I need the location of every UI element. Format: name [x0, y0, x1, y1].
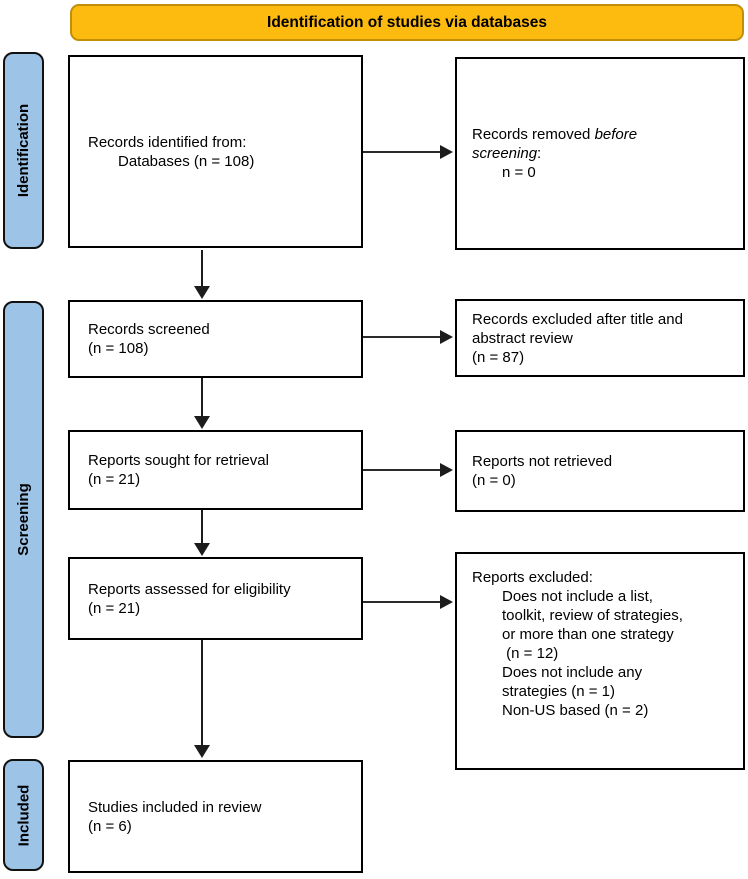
arrow-down-4-head — [194, 745, 210, 758]
arrow-right-3-head — [440, 463, 453, 477]
stage-label-screening: Screening — [15, 483, 32, 556]
text-line: Does not include any — [502, 664, 643, 681]
stage-label-included: Included — [15, 784, 33, 846]
arrow-down-2-head — [194, 416, 210, 429]
text-line: (n = 0) — [472, 472, 516, 489]
text-line: strategies (n = 1) — [502, 683, 615, 700]
stage-bar-identification: Identification — [3, 52, 44, 249]
text-line: Reports assessed for eligibility — [88, 580, 291, 598]
arrow-right-3-line — [363, 469, 441, 471]
arrow-right-2-line — [363, 336, 441, 338]
arrow-right-4-head — [440, 595, 453, 609]
arrow-right-1-head — [440, 145, 453, 159]
text-line: Records identified from: — [88, 133, 247, 151]
text-line: Studies included in review — [88, 798, 262, 816]
stage-bar-included: Included — [3, 759, 44, 871]
arrow-down-4-line — [201, 640, 203, 747]
stage-label-identification: Identification — [15, 103, 32, 198]
header-title: Identification of studies via databases — [267, 13, 547, 31]
box-reports-excluded: Reports excluded: Does not include a list… — [455, 552, 745, 770]
text-line: Reports sought for retrieval — [88, 452, 269, 469]
arrow-right-4-line — [363, 601, 441, 603]
box-studies-included: Studies included in review(n = 6) — [68, 760, 363, 873]
box-records-removed: Records removed before screening: n = 0 — [455, 57, 745, 250]
arrow-down-3-head — [194, 543, 210, 556]
text-line: Reports not retrieved — [472, 453, 613, 470]
text-line: or more than one strategy — [502, 626, 674, 643]
box-records-identified: Records identified from:Databases (n = 1… — [68, 55, 363, 248]
stage-bar-screening: Screening — [3, 301, 44, 738]
text-line: toolkit, review of strategies, — [502, 607, 683, 624]
box-reports-assessed: Reports assessed for eligibility(n = 21) — [68, 557, 363, 640]
text-line: (n = 108) — [88, 340, 149, 357]
text-line: screening: — [472, 145, 542, 162]
text-line: Records screened — [88, 321, 210, 338]
text-line: Records excluded after title and — [472, 310, 683, 328]
arrow-down-2-line — [201, 378, 203, 418]
arrow-down-1-head — [194, 286, 210, 299]
box-reports-not-retrieved: Reports not retrieved (n = 0) — [455, 430, 745, 512]
text-line: Records removed before — [472, 126, 638, 143]
text-line: abstract review — [472, 329, 573, 347]
text-line: (n = 21) — [88, 471, 141, 488]
header-banner: Identification of studies via databases — [70, 4, 744, 41]
text-line: Does not include a list, — [502, 588, 653, 605]
text-line: Reports excluded: — [472, 569, 593, 586]
text-line: Databases (n = 108) — [118, 152, 255, 170]
arrow-down-3-line — [201, 510, 203, 545]
arrow-right-1-line — [363, 151, 441, 153]
text-line: (n = 6) — [88, 817, 132, 835]
text-line: (n = 21) — [88, 599, 141, 617]
text-line: (n = 87) — [472, 348, 525, 366]
arrow-right-2-head — [440, 330, 453, 344]
text-line: n = 0 — [502, 164, 536, 181]
arrow-down-1-line — [201, 250, 203, 288]
box-records-screened: Records screened (n = 108) — [68, 300, 363, 378]
text-line: Non-US based (n = 2) — [502, 702, 649, 719]
box-reports-sought: Reports sought for retrieval (n = 21) — [68, 430, 363, 510]
text-line: (n = 12) — [502, 645, 559, 662]
